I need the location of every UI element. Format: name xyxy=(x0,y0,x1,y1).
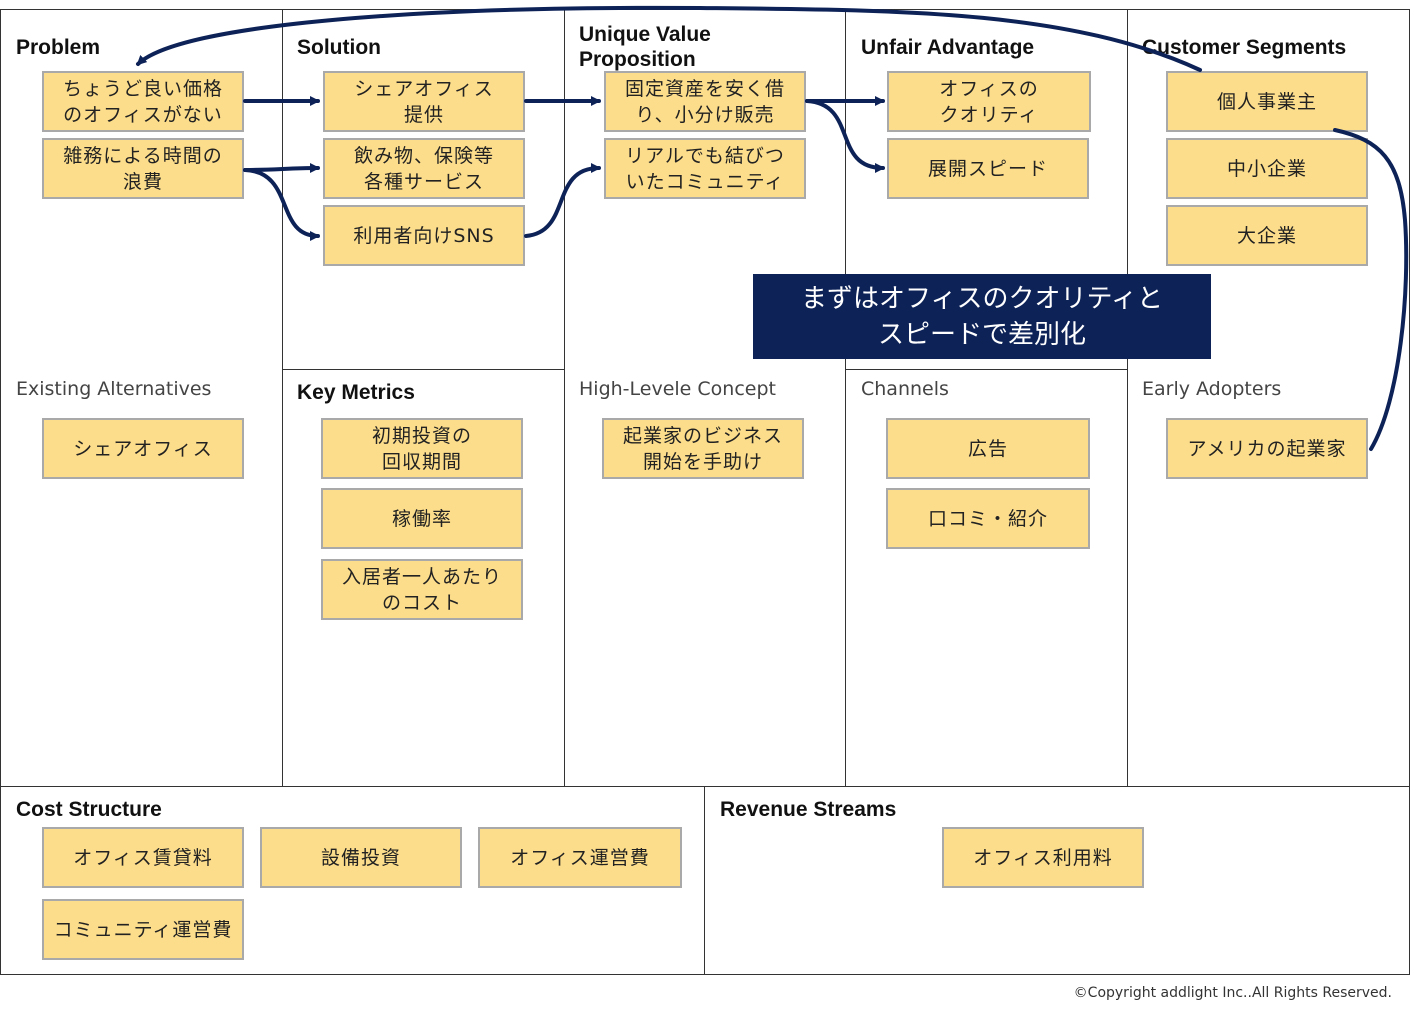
divider-col-3 xyxy=(845,9,846,786)
note-existing-shared-office: シェアオフィス xyxy=(42,418,244,479)
note-cost-community: コミュニティ運営費 xyxy=(42,899,244,960)
note-segment-sme: 中小企業 xyxy=(1166,138,1368,199)
note-cost-operations: オフィス運営費 xyxy=(478,827,682,888)
divider-col-2 xyxy=(564,9,565,786)
note-metric-cost-per-tenant: 入居者一人あたり のコスト xyxy=(321,559,523,620)
note-solution-sns: 利用者向けSNS xyxy=(323,205,525,266)
arrow-uvp-to-speed xyxy=(805,99,885,173)
header-unfair-advantage: Unfair Advantage xyxy=(861,36,1035,59)
divider-bottom-row xyxy=(0,786,1410,787)
header-revenue-streams: Revenue Streams xyxy=(720,798,897,821)
subheader-channels: Channels xyxy=(861,378,949,400)
header-key-metrics: Key Metrics xyxy=(297,381,415,404)
callout-differentiation: まずはオフィスのクオリティと スピードで差別化 xyxy=(753,274,1211,359)
copyright-text: ©Copyright addlight Inc..All Rights Rese… xyxy=(1073,985,1392,1001)
note-unfair-quality: オフィスの クオリティ xyxy=(887,71,1091,132)
note-segment-enterprise: 大企業 xyxy=(1166,205,1368,266)
divider-advantage-channels xyxy=(845,369,1128,370)
note-metric-payback: 初期投資の 回収期間 xyxy=(321,418,523,479)
arrow-time-to-sns xyxy=(243,168,320,241)
note-unfair-speed: 展開スピード xyxy=(887,138,1089,199)
canvas-border-left xyxy=(0,9,1,975)
note-problem-time: 雑務による時間の 浪費 xyxy=(42,138,244,199)
subheader-existing-alternatives: Existing Alternatives xyxy=(16,378,212,400)
note-revenue-usage-fee: オフィス利用料 xyxy=(942,827,1144,888)
note-metric-occupancy: 稼働率 xyxy=(321,488,523,549)
canvas-border-bottom xyxy=(0,974,1410,975)
arrow-sns-to-community xyxy=(524,163,601,238)
note-channel-referral: 口コミ・紹介 xyxy=(886,488,1090,549)
divider-col-4 xyxy=(1127,9,1128,786)
subheader-high-level-concept: High-Levele Concept xyxy=(579,378,776,400)
note-segment-sole-proprietor: 個人事業主 xyxy=(1166,71,1368,132)
arrow-early-to-problem xyxy=(138,5,1409,451)
header-unique-value-proposition: Unique Value Proposition xyxy=(579,23,711,71)
note-cost-equipment: 設備投資 xyxy=(260,827,462,888)
note-solution-shared-office: シェアオフィス 提供 xyxy=(323,71,525,132)
header-problem: Problem xyxy=(16,36,101,59)
note-solution-services: 飲み物、保険等 各種サービス xyxy=(323,138,525,199)
canvas-border-right xyxy=(1409,9,1410,975)
note-uvp-fixed-assets: 固定資産を安く借 り、小分け販売 xyxy=(604,71,806,132)
note-uvp-community: リアルでも結びつ いたコミュニティ xyxy=(604,138,806,199)
header-solution: Solution xyxy=(297,36,381,59)
note-channel-ads: 広告 xyxy=(886,418,1090,479)
header-customer-segments: Customer Segments xyxy=(1142,36,1347,59)
note-concept-entrepreneur: 起業家のビジネス 開始を手助け xyxy=(602,418,804,479)
header-cost-structure: Cost Structure xyxy=(16,798,162,821)
note-early-us-entrepreneurs: アメリカの起業家 xyxy=(1166,418,1368,479)
note-cost-rent: オフィス賃貸料 xyxy=(42,827,244,888)
divider-col-1 xyxy=(282,9,283,786)
divider-cost-revenue xyxy=(704,786,705,975)
divider-solution-metrics xyxy=(282,369,565,370)
subheader-early-adopters: Early Adopters xyxy=(1142,378,1282,400)
